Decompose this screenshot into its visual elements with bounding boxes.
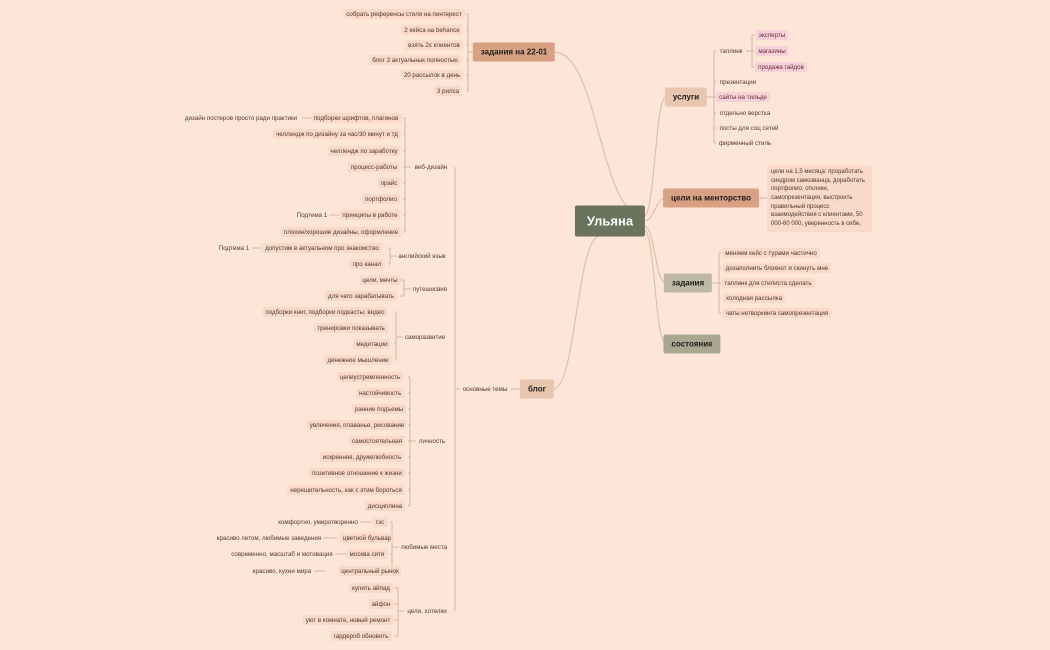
connector-line xyxy=(643,225,667,284)
selfdev-item[interactable]: подборки книг, подборки подкасты, видео xyxy=(262,306,388,318)
places-item[interactable]: цветной бульвар xyxy=(339,532,395,544)
places-sub[interactable]: комфортно, умиротворенно xyxy=(278,518,358,526)
blog-webdesign[interactable]: веб-дизайн xyxy=(414,163,448,171)
root-node[interactable]: Ульяна xyxy=(574,205,646,237)
uslugi-item[interactable]: посты для соц сетей xyxy=(719,124,779,132)
english-sub[interactable]: Подтема 1 xyxy=(218,244,250,252)
personality-item[interactable]: самостоятельная xyxy=(349,435,405,447)
personality-item[interactable]: искренняя, дружелюбность xyxy=(319,451,405,463)
taplink-item[interactable]: продажа гайдов xyxy=(755,61,807,73)
task-22-item[interactable]: взять 2х клиентов xyxy=(405,39,463,51)
connector-line xyxy=(643,96,667,217)
personality-item[interactable]: нерешительность, как с этим бороться xyxy=(287,484,405,496)
connector-line xyxy=(643,229,667,345)
task-22-item[interactable]: 3 рилса xyxy=(433,85,463,97)
taplink-item[interactable]: эксперты xyxy=(755,29,789,41)
webdesign-item[interactable]: принципы в работе xyxy=(339,209,401,221)
webdesign-item[interactable]: прайс xyxy=(377,177,401,189)
task-22-item[interactable]: собрать референсы стиля на пинтерест xyxy=(343,8,465,20)
zadaniya-item[interactable]: холодная рассылка xyxy=(722,292,786,304)
wants-item[interactable]: купить айпад xyxy=(349,582,393,594)
personality-item[interactable]: целеустремленность xyxy=(336,371,404,383)
branch-zadaniya-22[interactable]: задания на 22-01 xyxy=(472,42,556,62)
branch-blog[interactable]: блог xyxy=(520,379,554,399)
blog-english[interactable]: английский язык xyxy=(398,252,446,260)
webdesign-fonts-sub[interactable]: дизайн постеров просто ради практики xyxy=(184,114,298,122)
uslugi-item[interactable]: сайты на тильде xyxy=(716,91,770,103)
selfdev-item[interactable]: медитации xyxy=(353,338,391,350)
branch-mentorstvo[interactable]: цели на менторство xyxy=(663,188,759,208)
uslugi-item[interactable]: презентации xyxy=(719,78,757,86)
places-sub[interactable]: красиво летом, любимые заведения xyxy=(216,534,322,542)
webdesign-item[interactable]: подборки шрифтов, плагинов xyxy=(310,112,402,124)
wants-item[interactable]: гардероб обновить xyxy=(330,630,392,642)
personality-item[interactable]: увлечения, плаванье, рисование xyxy=(306,419,408,431)
places-sub[interactable]: красиво, кухни мира xyxy=(252,567,312,575)
places-item[interactable]: центральный рынок xyxy=(338,565,402,577)
blog-places[interactable]: любимые места xyxy=(400,543,448,551)
zadaniya-item[interactable]: дозаполнить блокнот и скинуть мне xyxy=(722,262,832,274)
personality-item[interactable]: дисциплина xyxy=(364,500,406,512)
uslugi-item[interactable]: фирменный стиль xyxy=(718,139,772,147)
wants-item[interactable]: уют в комнате, новый ремонт xyxy=(302,614,394,626)
webdesign-item[interactable]: челлендж по заработку xyxy=(327,145,401,157)
english-item[interactable]: про канал xyxy=(349,258,385,270)
selfdev-item[interactable]: денежное мышление xyxy=(324,354,392,366)
mentorstvo-note: цели на 1,5 месяца: проработать синдром … xyxy=(767,165,872,232)
wants-item[interactable]: айфон xyxy=(368,598,394,610)
task-22-item[interactable]: блог 3 актуальных полностью xyxy=(369,54,461,66)
webdesign-principles-sub[interactable]: Подтема 1 xyxy=(296,211,328,219)
selfdev-item[interactable]: тренировки показывать xyxy=(314,322,388,334)
blog-personality[interactable]: личность xyxy=(418,437,446,445)
branch-zadaniya[interactable]: задания xyxy=(663,273,713,293)
personality-item[interactable]: ранние подъемы xyxy=(351,403,407,415)
personality-item[interactable]: позитивное отношение к жизни xyxy=(309,467,405,479)
uslugi-item[interactable]: отдельно верстка xyxy=(719,109,771,117)
connector-line xyxy=(552,235,601,390)
taplink-item[interactable]: магазины xyxy=(755,45,789,57)
task-22-item[interactable]: 20 рассылок в день xyxy=(400,69,464,81)
personality-item[interactable]: настойчивость xyxy=(355,387,405,399)
places-item[interactable]: гэс xyxy=(372,516,388,528)
webdesign-item[interactable]: процесс-работы xyxy=(347,161,401,173)
blog-wants[interactable]: цели, хотелки xyxy=(407,607,447,615)
blog-selfdev[interactable]: саморазвитие xyxy=(404,333,446,341)
webdesign-item[interactable]: челлендж по дизайну за час/30 минут и тд xyxy=(273,128,401,140)
places-item[interactable]: москва сити xyxy=(346,548,388,560)
blog-travel[interactable]: путешесвия xyxy=(412,285,448,293)
zadaniya-item[interactable]: меняем кейс с турами частично xyxy=(722,247,820,259)
travel-item[interactable]: для чего зарабатывать xyxy=(325,290,397,302)
branch-uslugi[interactable]: услуги xyxy=(664,87,708,107)
task-22-item[interactable]: 2 кейса на behance xyxy=(401,24,463,36)
uslugi-taplink[interactable]: таплинк xyxy=(719,47,743,55)
travel-item[interactable]: цели, мечты xyxy=(359,274,401,286)
places-sub[interactable]: современно, масштаб и мотивация xyxy=(231,550,333,558)
webdesign-item[interactable]: плохие/хорошие дизайны, оформление xyxy=(280,226,402,238)
webdesign-item[interactable]: портфолио xyxy=(362,193,400,205)
zadaniya-item[interactable]: таплинк для стилиста сделать xyxy=(721,277,815,289)
english-item[interactable]: допустим в актуальном про знакомство xyxy=(262,242,382,254)
connector-line xyxy=(553,51,645,217)
zadaniya-item[interactable]: чаты нетворкинга самопрезентация xyxy=(722,307,832,319)
blog-osnovnye-temy[interactable]: основные темы xyxy=(462,385,508,393)
branch-sostoyanie[interactable]: состояние xyxy=(663,334,721,354)
